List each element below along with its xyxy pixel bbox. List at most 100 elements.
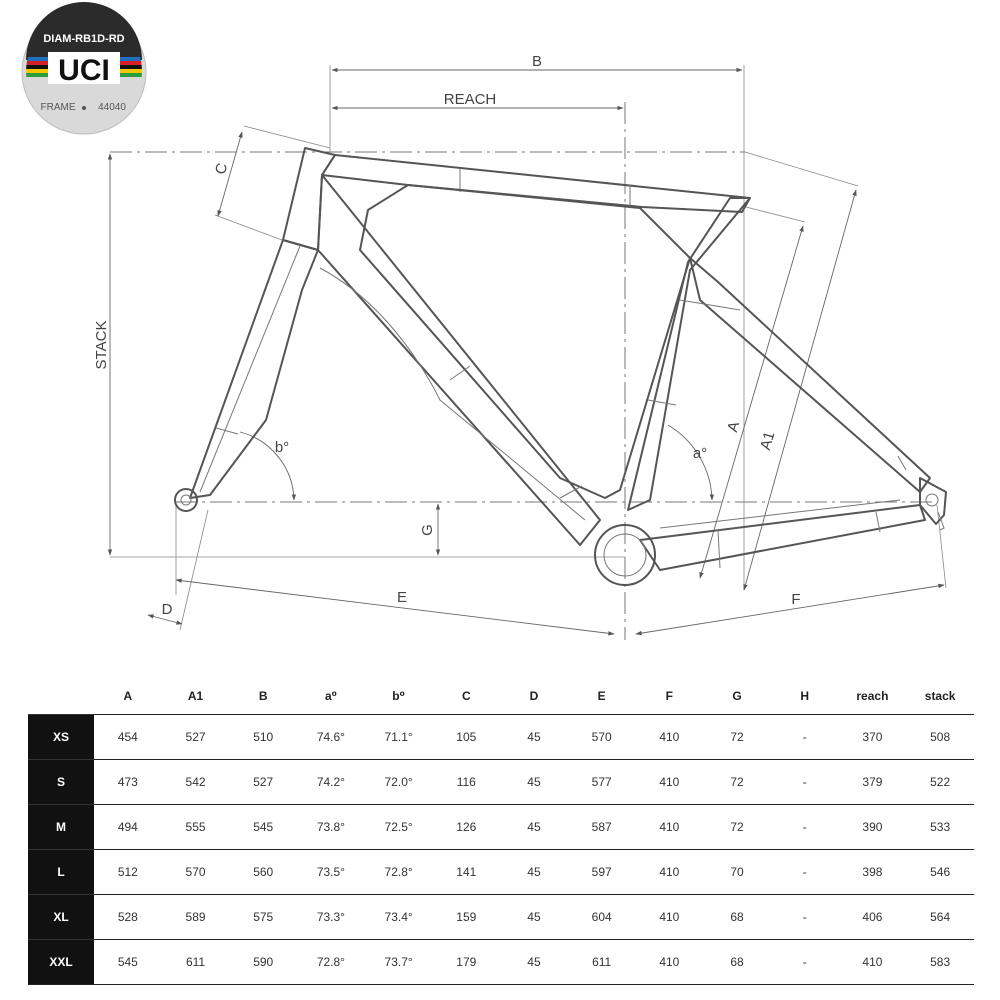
column-header: H xyxy=(800,689,810,703)
table-cell: 510 xyxy=(229,714,298,760)
seat-stay-junction xyxy=(679,299,741,311)
table-cell: 527 xyxy=(161,714,230,760)
table-cell: 527 xyxy=(229,759,298,805)
chain-stay xyxy=(639,504,926,571)
column-header: a⁰ xyxy=(324,689,337,703)
table-cell: 589 xyxy=(161,894,230,940)
table-cell: 45 xyxy=(500,759,568,805)
table-cell: 546 xyxy=(906,849,974,895)
table-cell: 410 xyxy=(635,939,704,985)
table-cell: - xyxy=(770,849,839,895)
fork xyxy=(189,239,319,499)
seat-stay xyxy=(689,257,931,493)
table-cell: 560 xyxy=(229,849,298,895)
a-label: A xyxy=(724,420,743,434)
table-cell: 73.5° xyxy=(297,849,365,895)
table-cell: 74.2° xyxy=(297,759,365,805)
table-cell: 72.0° xyxy=(364,759,433,805)
table-cell: 564 xyxy=(906,894,974,940)
table-cell: 398 xyxy=(838,849,907,895)
rear-axle xyxy=(925,493,939,507)
table-cell: - xyxy=(770,939,839,985)
column-header: reach xyxy=(856,689,889,703)
table-cell: 406 xyxy=(838,894,907,940)
a-angle-arc xyxy=(667,424,715,501)
table-cell: 105 xyxy=(432,714,501,760)
reach-label: REACH xyxy=(444,91,497,108)
front-axle xyxy=(174,488,198,512)
table-cell: 126 xyxy=(432,804,501,850)
down-tube-seam-1 xyxy=(449,365,471,381)
c-label: C xyxy=(212,161,231,176)
table-cell: 71.1° xyxy=(364,714,433,760)
size-label: XXL xyxy=(28,939,94,985)
table-cell: - xyxy=(770,714,839,760)
b-label: B xyxy=(532,53,542,70)
seat-tube-seam xyxy=(647,399,677,406)
table-cell: 72 xyxy=(703,804,771,850)
table-cell: 410 xyxy=(635,804,704,850)
seat-tube xyxy=(627,197,751,511)
fork-detail xyxy=(215,427,239,435)
size-label: S xyxy=(28,759,94,805)
badge-frame-label: FRAME xyxy=(41,102,76,113)
table-cell: 597 xyxy=(567,849,636,895)
front-axle-inner xyxy=(180,494,192,506)
table-cell: 72 xyxy=(703,714,771,760)
seat-stay-seam xyxy=(897,455,907,471)
table-cell: 410 xyxy=(635,849,704,895)
d-extension-right xyxy=(179,509,209,631)
g-label: G xyxy=(419,524,436,536)
column-header: A1 xyxy=(187,689,204,703)
table-cell: 611 xyxy=(161,939,230,985)
column-header: A xyxy=(123,689,133,703)
column-header: b⁰ xyxy=(392,689,405,703)
table-cell: 590 xyxy=(229,939,298,985)
bike-frame xyxy=(174,147,947,586)
b-angle-label: b° xyxy=(275,439,289,456)
d-label: D xyxy=(162,601,173,618)
stack-label: STACK xyxy=(93,321,110,370)
f-label: F xyxy=(791,591,800,608)
column-header: E xyxy=(597,689,606,703)
bottom-bracket-inner xyxy=(603,533,647,577)
column-header: C xyxy=(461,689,471,703)
b-angle-arc xyxy=(239,431,297,501)
column-header: F xyxy=(665,689,674,703)
column-header: stack xyxy=(924,689,956,703)
table-cell: 379 xyxy=(838,759,907,805)
table-cell: 454 xyxy=(94,714,162,760)
table-cell: 410 xyxy=(635,894,704,940)
derailleur-hanger xyxy=(937,511,945,531)
front-triangle-opening xyxy=(359,184,691,499)
table-cell: 370 xyxy=(838,714,907,760)
e-dimension-line xyxy=(175,578,615,636)
table-cell: 583 xyxy=(906,939,974,985)
table-cell: 159 xyxy=(432,894,501,940)
down-tube-contour xyxy=(319,267,586,521)
table-cell: 575 xyxy=(229,894,298,940)
bottom-bracket-shell xyxy=(594,524,656,586)
table-cell: 72 xyxy=(703,759,771,805)
table-cell: 522 xyxy=(906,759,974,805)
table-cell: 577 xyxy=(567,759,636,805)
table-cell: 72.5° xyxy=(364,804,433,850)
table-cell: 73.3° xyxy=(297,894,365,940)
table-cell: 45 xyxy=(500,894,568,940)
geometry-diagram: UCI DIAM-RB1D-RD FRAME 44040 B REACH STA… xyxy=(21,2,947,640)
table-cell: 73.8° xyxy=(297,804,365,850)
c-dimension-line xyxy=(217,131,243,217)
a1-extension-top xyxy=(744,151,859,187)
table-cell: - xyxy=(770,759,839,805)
c-extension-top xyxy=(243,125,331,149)
table-cell: 473 xyxy=(94,759,162,805)
table-header-row: A A1 B a⁰ b⁰ C D E F G H reach stack xyxy=(28,678,974,715)
a1-dimension-line xyxy=(743,189,857,591)
table-cell: - xyxy=(770,804,839,850)
